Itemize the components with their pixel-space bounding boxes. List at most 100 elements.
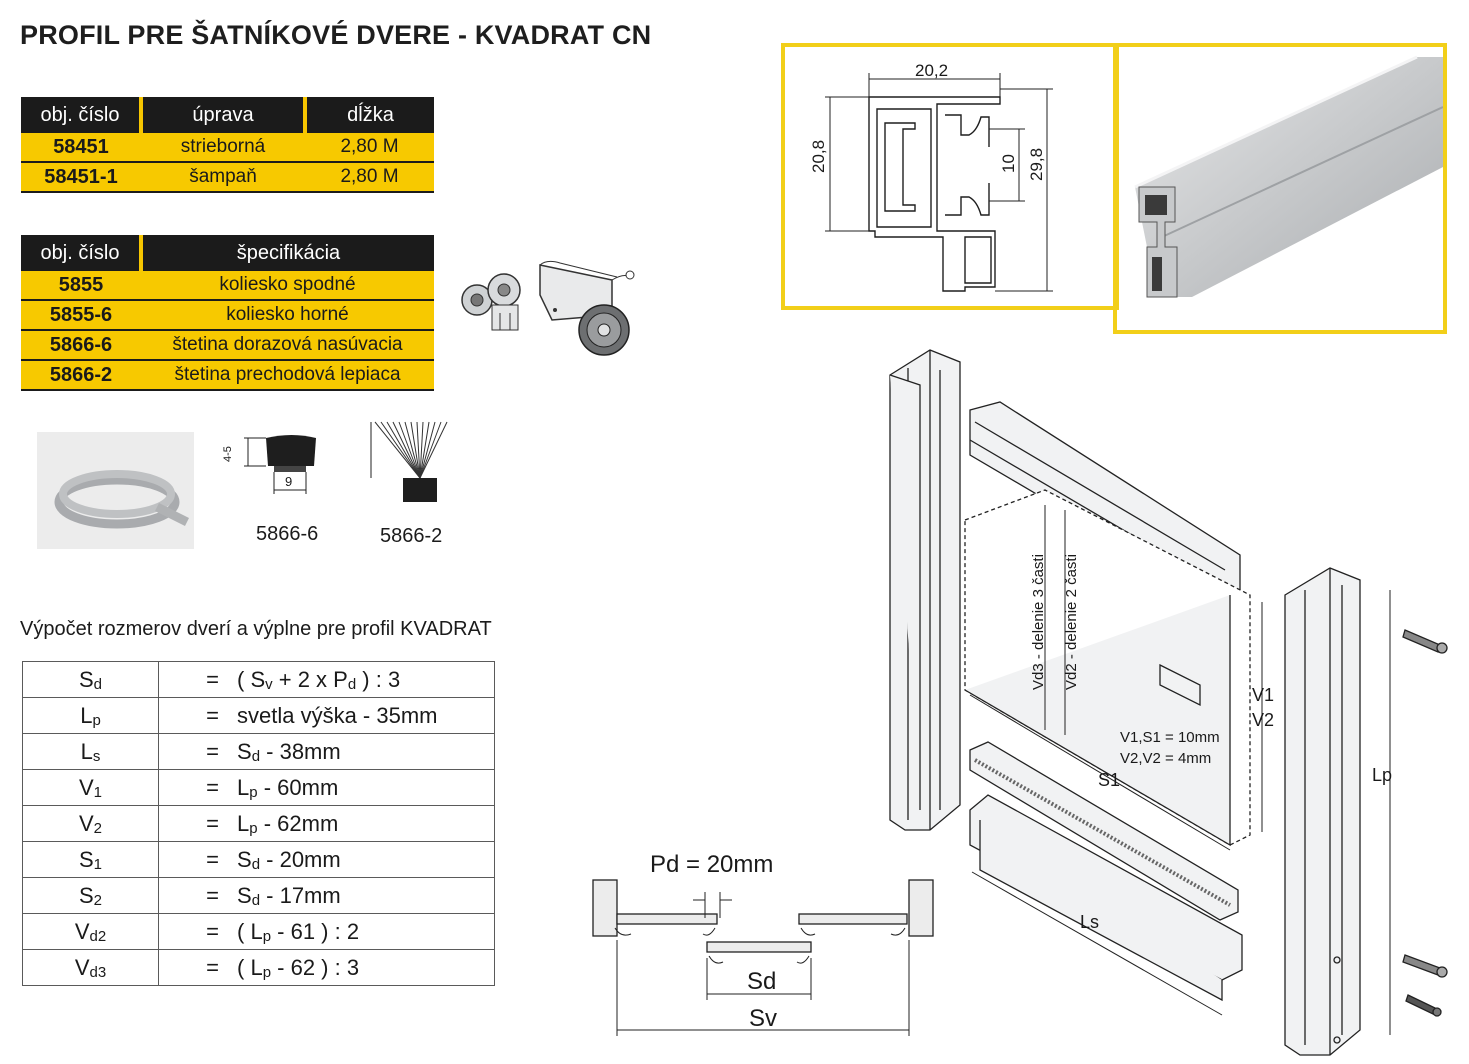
symbol-subscript: d (93, 675, 103, 693)
formula-equals: = (158, 661, 225, 698)
expression-subscript: v (265, 675, 273, 693)
product-code: 5855-6 (21, 300, 141, 331)
product-finish: strieborná (141, 133, 305, 163)
product-code: 5866-6 (21, 330, 141, 361)
column-header: úprava (139, 97, 305, 133)
label-vd3: Vd3 - delenie 3 časti (1030, 554, 1047, 690)
expression-text: - 60mm (257, 774, 339, 800)
door-panel-icon (964, 489, 1251, 847)
page-title: PROFIL PRE ŠATNÍKOVÉ DVERE - KVADRAT CN (20, 20, 652, 50)
dim-mid: 10 (999, 154, 1018, 173)
formula-expression: svetla výška - 35mm (225, 697, 495, 734)
formula-symbol: Ls (22, 733, 159, 770)
label-s1: S1 (1098, 770, 1121, 790)
expression-text: - 17mm (260, 882, 341, 908)
table-header-row: obj. číslo špecifikácia (21, 235, 434, 271)
formula-expression: ( Lp - 62 ) : 3 (225, 949, 495, 986)
right-vertical-profile-icon (1284, 567, 1361, 1056)
formula-equals: = (158, 913, 225, 950)
formula-symbol: V1 (22, 769, 159, 806)
dimension-lines (825, 73, 1053, 292)
formula-symbol: Lp (22, 697, 159, 734)
formula-row: Sd=( Sv + 2 x Pd ) : 3 (22, 661, 495, 698)
door-leaf-middle (706, 941, 812, 953)
product-length: 2,80 M (305, 162, 434, 193)
symbol-letter: S (78, 846, 94, 872)
expression-text: - 62mm (257, 810, 339, 836)
wheel-illustration (461, 260, 635, 356)
formula-equals: = (158, 769, 225, 806)
brush-bristles-icon (266, 435, 316, 472)
expression-text: ( S (237, 666, 266, 692)
label-pd: Pd = 20mm (650, 851, 774, 878)
door-assembly-drawing (889, 349, 1448, 1056)
formula-expression: Sd - 17mm (225, 877, 495, 914)
formula-equals: = (158, 841, 225, 878)
formula-row: V2=Lp - 62mm (22, 805, 495, 842)
formula-expression: Lp - 60mm (225, 769, 495, 806)
brush-coil-icon (54, 470, 190, 529)
table-row: 5866-6 štetina dorazová nasúvacia (21, 330, 434, 361)
formula-equals: = (158, 949, 225, 986)
lower-wheel-icon (461, 273, 521, 331)
middle-brush-profile-icon (969, 741, 1239, 921)
right-wall-icon (908, 879, 934, 937)
expression-text: - 38mm (260, 738, 341, 764)
product-code: 5855 (21, 271, 141, 301)
label-lp: Lp (1372, 765, 1393, 785)
expression-text: S (237, 882, 252, 908)
brush-width-dim: 9 (285, 474, 293, 489)
screw-icon (1402, 954, 1448, 978)
expression-text: ( L (237, 918, 263, 944)
column-header: špecifikácia (139, 235, 434, 271)
symbol-subscript: d2 (89, 927, 107, 945)
formula-row: Ls=Sd - 38mm (22, 733, 495, 770)
profile-cross-section-drawing (825, 73, 1053, 292)
brush-5866-2-drawing (370, 421, 448, 502)
label-v2: V2 (1252, 710, 1275, 730)
formula-symbol: Vd3 (22, 949, 159, 986)
brush-caption-a: 5866-6 (256, 523, 319, 545)
product-spec: koliesko horné (141, 300, 434, 331)
expression-text: ( L (237, 954, 263, 980)
product-spec: štetina prechodová lepiaca (141, 360, 434, 391)
symbol-subscript: 2 (93, 891, 103, 909)
profile-render-drawing (1134, 55, 1444, 298)
column-header: obj. číslo (21, 235, 141, 271)
door-leaf-right (798, 913, 908, 925)
expression-text: + 2 x P (272, 666, 348, 692)
column-header: dĺžka (303, 97, 434, 133)
symbol-letter: L (80, 738, 93, 764)
brush-5866-6-drawing (244, 435, 316, 494)
product-code: 58451-1 (21, 162, 141, 193)
expression-text: L (237, 810, 250, 836)
plan-view-drawing (592, 879, 934, 1036)
product-code: 58451 (21, 133, 141, 163)
expression-text: - 20mm (260, 846, 341, 872)
symbol-subscript: s (92, 747, 101, 765)
formula-symbol: Sd (22, 661, 159, 698)
formula-row: Vd3=( Lp - 62 ) : 3 (22, 949, 495, 986)
symbol-subscript: d3 (89, 963, 107, 981)
product-table-profiles: obj. číslo úprava dĺžka 58451 strieborná… (21, 97, 434, 193)
dim-height-right: 29,8 (1027, 147, 1046, 181)
symbol-letter: S (78, 882, 94, 908)
expression-subscript: p (249, 819, 258, 837)
formula-equals: = (158, 697, 225, 734)
formula-row: Vd2=( Lp - 61 ) : 2 (22, 913, 495, 950)
formula-equals: = (158, 805, 225, 842)
symbol-subscript: p (92, 711, 101, 729)
label-sv: Sv (749, 1005, 778, 1032)
assembly-dimension-lines (969, 505, 1391, 1035)
expression-subscript: d (251, 891, 261, 909)
label-vd2: Vd2 - delenie 2 časti (1063, 554, 1080, 690)
brush-seal-photo (37, 432, 194, 549)
aluminium-profile-icon (1134, 55, 1444, 298)
formula-expression: Lp - 62mm (225, 805, 495, 842)
dim-height-left: 20,8 (809, 139, 828, 173)
column-header: obj. číslo (21, 97, 141, 133)
product-table-accessories: obj. číslo špecifikácia 5855 koliesko sp… (21, 235, 434, 391)
label-ls: Ls (1080, 912, 1100, 932)
label-note1: V1,S1 = 10mm (1120, 729, 1220, 746)
